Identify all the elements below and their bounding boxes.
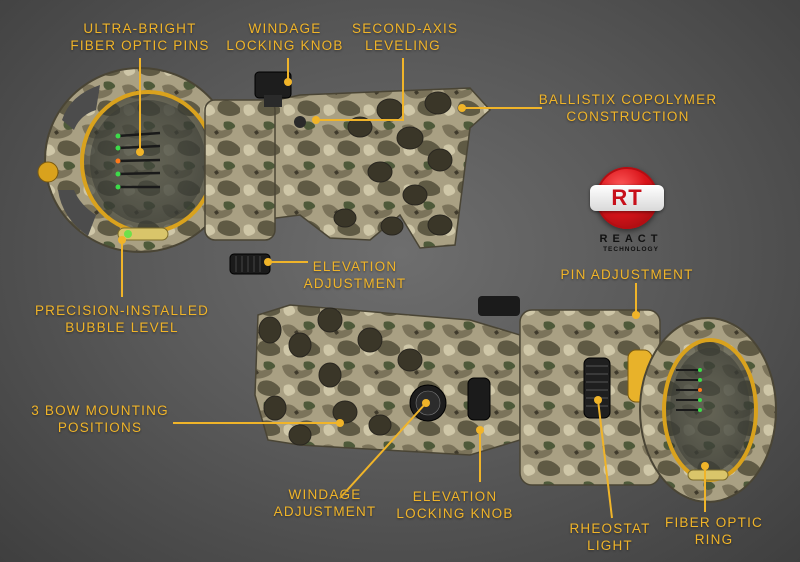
label-line: ELEVATION bbox=[312, 259, 398, 274]
label-ballistix-construction: BALLISTIX COPOLYMER CONSTRUCTION bbox=[538, 91, 718, 125]
label-line: POSITIONS bbox=[57, 420, 143, 435]
label-windage-locking-knob: WINDAGE LOCKING KNOB bbox=[222, 20, 348, 54]
label-line: LIGHT bbox=[587, 538, 633, 553]
label-line: FIBER OPTIC PINS bbox=[70, 38, 210, 53]
label-line: WINDAGE bbox=[288, 487, 362, 502]
label-fiber-optic-ring: FIBER OPTIC RING bbox=[664, 514, 764, 548]
label-pin-adjustment: PIN ADJUSTMENT bbox=[552, 266, 702, 283]
logo-badge-bar bbox=[590, 185, 664, 211]
label-bow-mounting-positions: 3 BOW MOUNTING POSITIONS bbox=[30, 402, 170, 436]
label-line: ULTRA-BRIGHT bbox=[83, 21, 197, 36]
label-second-axis-leveling: SECOND-AXIS LEVELING bbox=[352, 20, 459, 54]
label-line: ELEVATION bbox=[412, 489, 498, 504]
label-line: LEVELING bbox=[365, 38, 441, 53]
label-line: LOCKING KNOB bbox=[396, 506, 514, 521]
callout-dots bbox=[118, 78, 709, 470]
label-line: WINDAGE bbox=[248, 21, 322, 36]
label-line: FIBER OPTIC bbox=[665, 515, 763, 530]
callout-lines bbox=[121, 58, 706, 519]
label-elevation-adjustment: ELEVATION ADJUSTMENT bbox=[300, 258, 410, 292]
bottom-sight bbox=[254, 296, 777, 503]
label-line: RHEOSTAT bbox=[569, 521, 651, 536]
label-windage-adjustment: WINDAGE ADJUSTMENT bbox=[270, 486, 380, 520]
label-bubble-level: PRECISION-INSTALLED BUBBLE LEVEL bbox=[32, 302, 212, 336]
logo-badge-text: RT bbox=[611, 185, 643, 210]
label-line: BUBBLE LEVEL bbox=[65, 320, 179, 335]
label-line: BALLISTIX COPOLYMER bbox=[538, 92, 718, 107]
label-line: LOCKING KNOB bbox=[226, 38, 344, 53]
logo-name: REACT bbox=[599, 233, 663, 245]
react-technology-logo: RT REACT TECHNOLOGY bbox=[588, 167, 674, 259]
label-line: ADJUSTMENT bbox=[273, 504, 377, 519]
label-line: SECOND-AXIS bbox=[352, 21, 459, 36]
label-line: 3 BOW MOUNTING bbox=[31, 403, 169, 418]
label-line: RING bbox=[694, 532, 734, 547]
label-line: PRECISION-INSTALLED bbox=[34, 303, 210, 318]
label-rheostat-light: RHEOSTAT LIGHT bbox=[560, 520, 660, 554]
label-line: CONSTRUCTION bbox=[566, 109, 690, 124]
logo-tagline: TECHNOLOGY bbox=[603, 246, 659, 253]
label-line: ADJUSTMENT bbox=[303, 276, 407, 291]
label-fiber-optic-pins: ULTRA-BRIGHT FIBER OPTIC PINS bbox=[62, 20, 218, 54]
top-sight bbox=[37, 67, 492, 275]
label-elevation-locking-knob: ELEVATION LOCKING KNOB bbox=[392, 488, 518, 522]
label-line: PIN ADJUSTMENT bbox=[560, 267, 694, 282]
